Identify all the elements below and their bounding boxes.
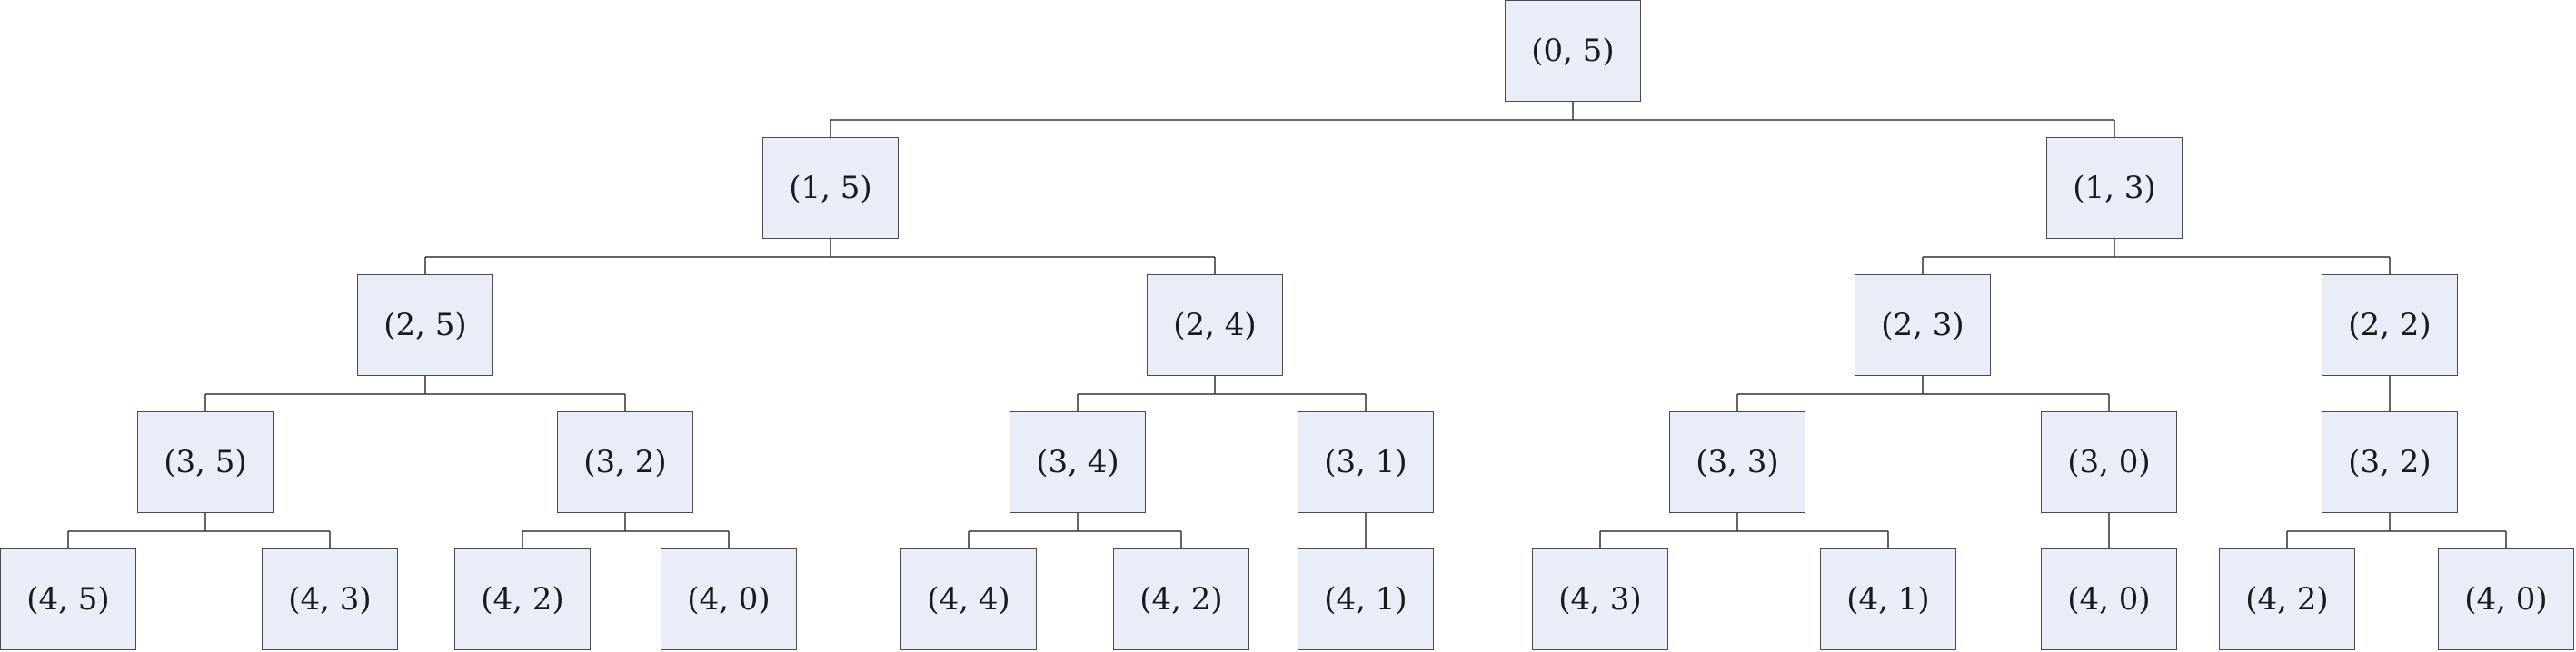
tree-node: (4, 4): [900, 548, 1037, 650]
tree-node: (4, 1): [1820, 548, 1956, 650]
tree-node: (0, 5): [1505, 0, 1641, 102]
tree-node: (4, 2): [2219, 548, 2355, 650]
tree-node: (4, 3): [1532, 548, 1668, 650]
tree-node: (1, 3): [2046, 137, 2183, 239]
tree-node: (2, 3): [1855, 274, 1991, 376]
tree-node: (4, 0): [2438, 548, 2574, 650]
tree-node: (1, 5): [762, 137, 899, 239]
tree-node: (2, 4): [1147, 274, 1283, 376]
tree-node: (4, 2): [1113, 548, 1249, 650]
tree-node: (4, 0): [661, 548, 797, 650]
tree-node: (4, 0): [2041, 548, 2177, 650]
tree-node: (2, 2): [2322, 274, 2458, 376]
tree-node: (4, 3): [262, 548, 398, 650]
tree-node: (4, 5): [0, 548, 136, 650]
tree-node: (4, 2): [454, 548, 591, 650]
tree-node: (3, 2): [557, 411, 693, 513]
tree-node: (3, 1): [1298, 411, 1434, 513]
tree-node: (3, 3): [1669, 411, 1805, 513]
tree-node: (3, 2): [2322, 411, 2458, 513]
tree-node: (3, 0): [2041, 411, 2177, 513]
tree-node: (3, 5): [137, 411, 274, 513]
tree-node: (4, 1): [1298, 548, 1434, 650]
tree-node: (3, 4): [1010, 411, 1146, 513]
tree-node: (2, 5): [357, 274, 493, 376]
